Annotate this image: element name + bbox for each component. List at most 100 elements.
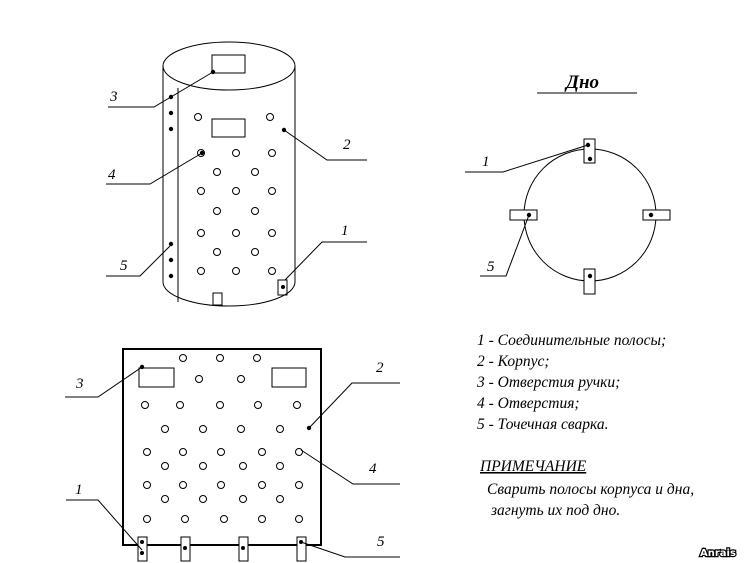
hole (217, 481, 225, 489)
hole (161, 462, 169, 470)
legend: 1 - Соединительные полосы; 2 - Корпус; 3… (476, 332, 666, 433)
leader-1 (465, 144, 589, 173)
note-line-2: загнуть их под дно. (490, 502, 620, 519)
hole (268, 149, 276, 157)
leader-3 (108, 71, 214, 108)
hole (295, 448, 303, 456)
leader-4 (106, 152, 203, 185)
hole (179, 354, 187, 362)
callout-1: 1 (75, 482, 83, 498)
hole (179, 481, 187, 489)
callout-5: 5 (487, 259, 495, 275)
hole (276, 462, 284, 470)
callout-2: 2 (343, 137, 351, 153)
leader-5 (300, 541, 400, 558)
callout-3: 3 (75, 376, 84, 392)
hole (251, 248, 259, 256)
leader-dot (210, 69, 216, 75)
hole (194, 113, 202, 121)
hole (239, 462, 247, 470)
leader-dot (306, 425, 312, 431)
callout-3: 3 (109, 89, 118, 105)
cylinder-leaders (106, 69, 367, 281)
hole (295, 481, 303, 489)
hole (181, 515, 189, 523)
legend-item-3: 3 - Отверстия ручки; (476, 374, 620, 391)
note-heading: ПРИМЕЧАНИЕ (479, 458, 587, 475)
weld-point (587, 273, 593, 279)
bottom-view-title: Дно (564, 72, 599, 93)
hole (213, 248, 221, 256)
legend-item-1: 1 - Соединительные полосы; (477, 332, 666, 349)
hole (232, 187, 240, 195)
hole (176, 401, 184, 409)
hole (143, 448, 151, 456)
flat-tab (137, 536, 148, 562)
hole (254, 401, 262, 409)
hole (251, 168, 259, 176)
hole (232, 229, 240, 237)
hole (251, 207, 259, 215)
leader-dot (281, 127, 287, 133)
hole (197, 187, 205, 195)
flat-holes (141, 354, 303, 523)
callout-1: 1 (341, 223, 349, 239)
hole (213, 168, 221, 176)
callout-4: 4 (108, 167, 116, 183)
leader-2 (283, 129, 367, 161)
hole (143, 481, 151, 489)
weld-point (168, 241, 174, 247)
leader-1 (66, 499, 143, 551)
hole (216, 401, 224, 409)
weld-point (168, 257, 174, 263)
hole (258, 448, 266, 456)
hole (258, 481, 266, 489)
hole (232, 149, 240, 157)
hole (232, 267, 240, 275)
hole (216, 354, 224, 362)
flat-leaders (65, 364, 400, 558)
flat-tabs (137, 536, 307, 562)
cylinder-handle-hole-top (211, 54, 246, 74)
hole (179, 448, 187, 456)
cylinder-weld-points (168, 94, 174, 279)
hole (239, 495, 247, 503)
hole (268, 187, 276, 195)
hole (195, 375, 203, 383)
hole (197, 267, 205, 275)
bottom-tab-right (642, 209, 671, 221)
hole (220, 515, 228, 523)
hole (161, 425, 169, 433)
hole (197, 229, 205, 237)
flat-pattern-view: 3 2 4 1 5 (65, 348, 400, 562)
leader-5 (480, 214, 530, 277)
hole (276, 495, 284, 503)
hole (199, 462, 207, 470)
flat-handle-hole-right (271, 367, 307, 388)
hole (258, 515, 266, 523)
weld-point (140, 551, 144, 555)
hole (217, 448, 225, 456)
hole (143, 515, 151, 523)
cylinder-top-rim (162, 41, 296, 91)
hole (268, 267, 276, 275)
hole (161, 495, 169, 503)
cylinder-handle-hole-side (211, 118, 246, 138)
bottom-tab-bottom (583, 268, 596, 295)
hole (276, 425, 284, 433)
hole (141, 401, 149, 409)
cylinder-holes (194, 113, 276, 275)
hole (199, 495, 207, 503)
cylinder-view: 3 4 5 2 1 (106, 41, 367, 307)
hole (199, 425, 207, 433)
legend-item-2: 2 - Корпус; (477, 353, 550, 370)
leader-1 (284, 241, 367, 281)
weld-point (168, 126, 174, 132)
weld-point (587, 156, 593, 162)
callout-2: 2 (376, 360, 384, 376)
legend-item-5: 5 - Точечная сварка. (477, 416, 609, 433)
leader-3 (65, 366, 143, 398)
cylinder-connecting-strip (277, 279, 288, 296)
hole (237, 375, 245, 383)
